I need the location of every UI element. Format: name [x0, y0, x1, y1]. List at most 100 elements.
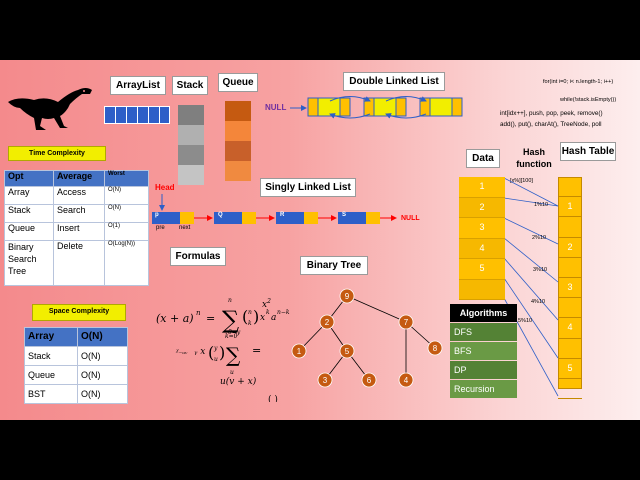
- hash-function-label: 4%10: [531, 299, 546, 305]
- tree-node-label: 1: [297, 347, 302, 356]
- table-cell: O(N): [104, 186, 149, 205]
- header-cell: Opt: [4, 170, 54, 187]
- tree-node: [398, 372, 414, 388]
- svg-text:n: n: [196, 309, 201, 317]
- formula-x-squared: x2: [262, 298, 271, 310]
- table-cell: O(Log(N)): [104, 240, 149, 286]
- svg-text:ᵧ x: ᵧ x: [194, 347, 205, 357]
- svg-text:u(v + x): u(v + x): [220, 376, 257, 387]
- tree-node-label: 2: [325, 318, 330, 327]
- slide-canvas: ArrayList Stack Queue Double Linked List…: [0, 60, 640, 420]
- svg-text:): ): [219, 343, 225, 362]
- hash-top-label: [x%][100]: [510, 178, 533, 184]
- algorithm-dp: DP: [450, 361, 517, 379]
- svg-text:(x + a): (x + a): [156, 312, 194, 325]
- sll-next-label: next: [179, 225, 191, 231]
- tree-node: [339, 343, 355, 359]
- hash-function-label: 3%10: [533, 267, 548, 273]
- algorithm-dfs: DFS: [450, 323, 517, 341]
- tree-node: [361, 372, 377, 388]
- sll-head-label: Head: [155, 183, 175, 192]
- code-line-while: while(!stack.isEmpty()): [560, 97, 617, 103]
- tree-node: [398, 314, 414, 330]
- data-cell: 5: [459, 259, 505, 280]
- tree-node-label: 4: [404, 376, 409, 385]
- binary-tree-title: Binary Tree: [300, 256, 368, 275]
- sll-node-s: S: [342, 212, 347, 218]
- svg-text:=: =: [206, 312, 215, 325]
- table-row: Stack O(N): [24, 346, 128, 366]
- table-row: BST O(N): [24, 384, 128, 404]
- dinosaur-logo: [8, 88, 92, 130]
- dll-null-label: NULL: [265, 103, 287, 112]
- svg-text:n: n: [248, 309, 252, 316]
- algorithm-bfs: BFS: [450, 342, 517, 360]
- stack-title: Stack: [172, 76, 208, 95]
- table-cell: Stack: [24, 346, 78, 366]
- svg-text:∑: ∑: [222, 306, 239, 334]
- data-title: Data: [466, 149, 500, 168]
- double-linked-list-diagram: [290, 96, 463, 119]
- double-linked-list-title: Double Linked List: [343, 72, 445, 91]
- code-line-methods-2: add(), put(), charAt(), TreeNode, poll: [500, 121, 602, 128]
- tree-node-label: 5: [345, 347, 350, 356]
- sll-node-p: p: [155, 212, 159, 218]
- hash-table-title: Hash Table: [560, 142, 616, 161]
- hash-table-cell: 4: [558, 318, 582, 339]
- table-cell: O(N): [77, 384, 128, 404]
- sll-null-label: NULL: [401, 215, 420, 222]
- table-row: Queue Insert O(1): [4, 222, 149, 241]
- table-cell: Binary Search Tree: [4, 240, 54, 286]
- tree-node: [317, 372, 333, 388]
- table-cell: BST: [24, 384, 78, 404]
- tree-node-label: 9: [345, 292, 350, 301]
- queue-title: Queue: [218, 73, 258, 92]
- hash-function-label: 5%10: [518, 318, 533, 324]
- svg-text:ᵡ₋ᵤᵥ: ᵡ₋ᵤᵥ: [175, 348, 188, 356]
- header-cell: O(N): [77, 327, 128, 347]
- header-cell: Average: [53, 170, 105, 187]
- data-cell: [459, 279, 505, 300]
- hash-table-cell: [558, 339, 582, 359]
- hash-function-label: 1%10: [534, 202, 549, 208]
- svg-text:u: u: [214, 356, 218, 363]
- tree-edge: [346, 295, 407, 323]
- svg-text:k: k: [248, 320, 252, 327]
- code-line-for-loop: for(int i=0; i< n.length-1; i++): [543, 79, 614, 85]
- table-header-row: Opt Average Worst: [4, 170, 149, 187]
- tree-node: [319, 314, 335, 330]
- tree-node-label: 7: [404, 318, 409, 327]
- svg-text:( ): ( ): [268, 394, 278, 402]
- table-row: Stack Search O(N): [4, 204, 149, 223]
- sll-node-r: R: [280, 212, 285, 218]
- svg-text:(: (: [242, 307, 248, 326]
- algorithms-title: Algorithms: [450, 304, 517, 322]
- table-cell: Array: [4, 186, 54, 205]
- data-cell: 3: [459, 218, 505, 239]
- hash-function-title: Hash function: [516, 147, 552, 169]
- table-cell: O(1): [104, 222, 149, 241]
- code-line-methods-1: int[idx++], push, pop, peek, remove(): [500, 110, 603, 117]
- time-complexity-title: Time Complexity: [8, 146, 106, 161]
- hash-table-cell: 1: [558, 197, 582, 218]
- stack-diagram: [178, 105, 204, 185]
- hash-table-cell: 2: [558, 238, 582, 258]
- table-cell: Stack: [4, 204, 54, 223]
- table-row: Array Access O(N): [4, 186, 149, 205]
- tree-node: [339, 288, 355, 304]
- singly-linked-list-diagram: [152, 194, 397, 224]
- svg-text:a: a: [271, 313, 276, 323]
- hash-function-label: 2%10: [532, 235, 547, 241]
- hash-table-cell: [558, 177, 582, 198]
- data-cell: 2: [459, 197, 505, 218]
- singly-linked-list-title: Singly Linked List: [260, 178, 356, 197]
- table-cell: Access: [53, 186, 105, 205]
- hash-table-cell: 3: [558, 278, 582, 299]
- data-cell: 4: [459, 238, 505, 259]
- sll-node-q: Q: [218, 212, 223, 218]
- data-cell: 1: [459, 177, 505, 198]
- queue-diagram: [225, 101, 251, 181]
- table-cell: Delete: [53, 240, 105, 286]
- svg-text:y: y: [213, 345, 218, 352]
